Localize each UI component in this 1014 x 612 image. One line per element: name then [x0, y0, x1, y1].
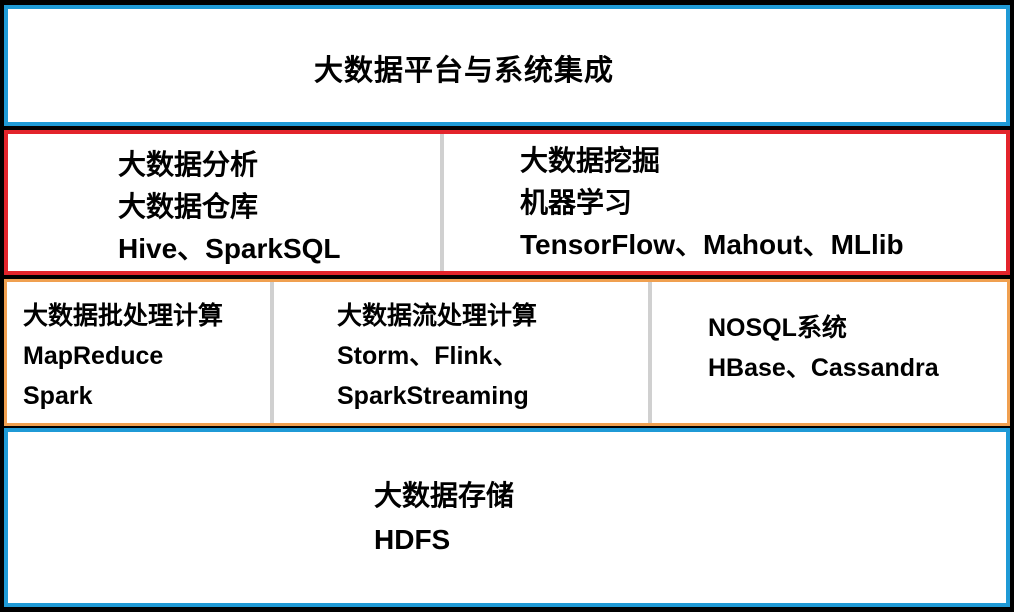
analytics-mining-layer: 大数据分析 大数据仓库 Hive、SparkSQL 大数据挖掘 机器学习 Ten…	[4, 130, 1010, 275]
analytics-line: 大数据分析	[118, 149, 259, 180]
storage-layer: 大数据存储 HDFS	[4, 428, 1010, 607]
data-warehouse-line: 大数据仓库	[118, 191, 259, 222]
nosql-tools-line: HBase、Cassandra	[708, 354, 939, 382]
spark-line: Spark	[23, 382, 93, 410]
stream-compute-block: 大数据流处理计算 Storm、Flink、 SparkStreaming	[337, 296, 537, 416]
analytics-divider	[440, 134, 444, 271]
spark-streaming-line: SparkStreaming	[337, 382, 529, 410]
ml-tools-line: TensorFlow、Mahout、MLlib	[520, 229, 904, 260]
stream-compute-title: 大数据流处理计算	[337, 302, 538, 330]
storage-title: 大数据存储	[374, 480, 515, 511]
compute-layer: 大数据批处理计算 MapReduce Spark 大数据流处理计算 Storm、…	[4, 279, 1010, 426]
batch-compute-block: 大数据批处理计算 MapReduce Spark	[23, 296, 223, 416]
machine-learning-line: 机器学习	[520, 187, 633, 218]
batch-stream-divider	[270, 282, 274, 423]
batch-compute-title: 大数据批处理计算	[23, 302, 224, 330]
storage-block: 大数据存储 HDFS	[374, 474, 514, 562]
nosql-block: NOSQL系统 HBase、Cassandra	[708, 308, 939, 388]
stream-tools-line: Storm、Flink、	[337, 342, 518, 370]
mining-block: 大数据挖掘 机器学习 TensorFlow、Mahout、MLlib	[520, 140, 904, 266]
analytics-tools-line: Hive、SparkSQL	[118, 233, 341, 264]
mapreduce-line: MapReduce	[23, 342, 164, 370]
hdfs-line: HDFS	[374, 524, 451, 555]
analytics-block: 大数据分析 大数据仓库 Hive、SparkSQL	[118, 144, 341, 270]
data-mining-line: 大数据挖掘	[520, 145, 661, 176]
nosql-title: NOSQL系统	[708, 314, 847, 342]
stream-nosql-divider	[648, 282, 652, 423]
platform-integration-layer: 大数据平台与系统集成	[4, 5, 1010, 126]
platform-integration-title: 大数据平台与系统集成	[314, 55, 615, 87]
